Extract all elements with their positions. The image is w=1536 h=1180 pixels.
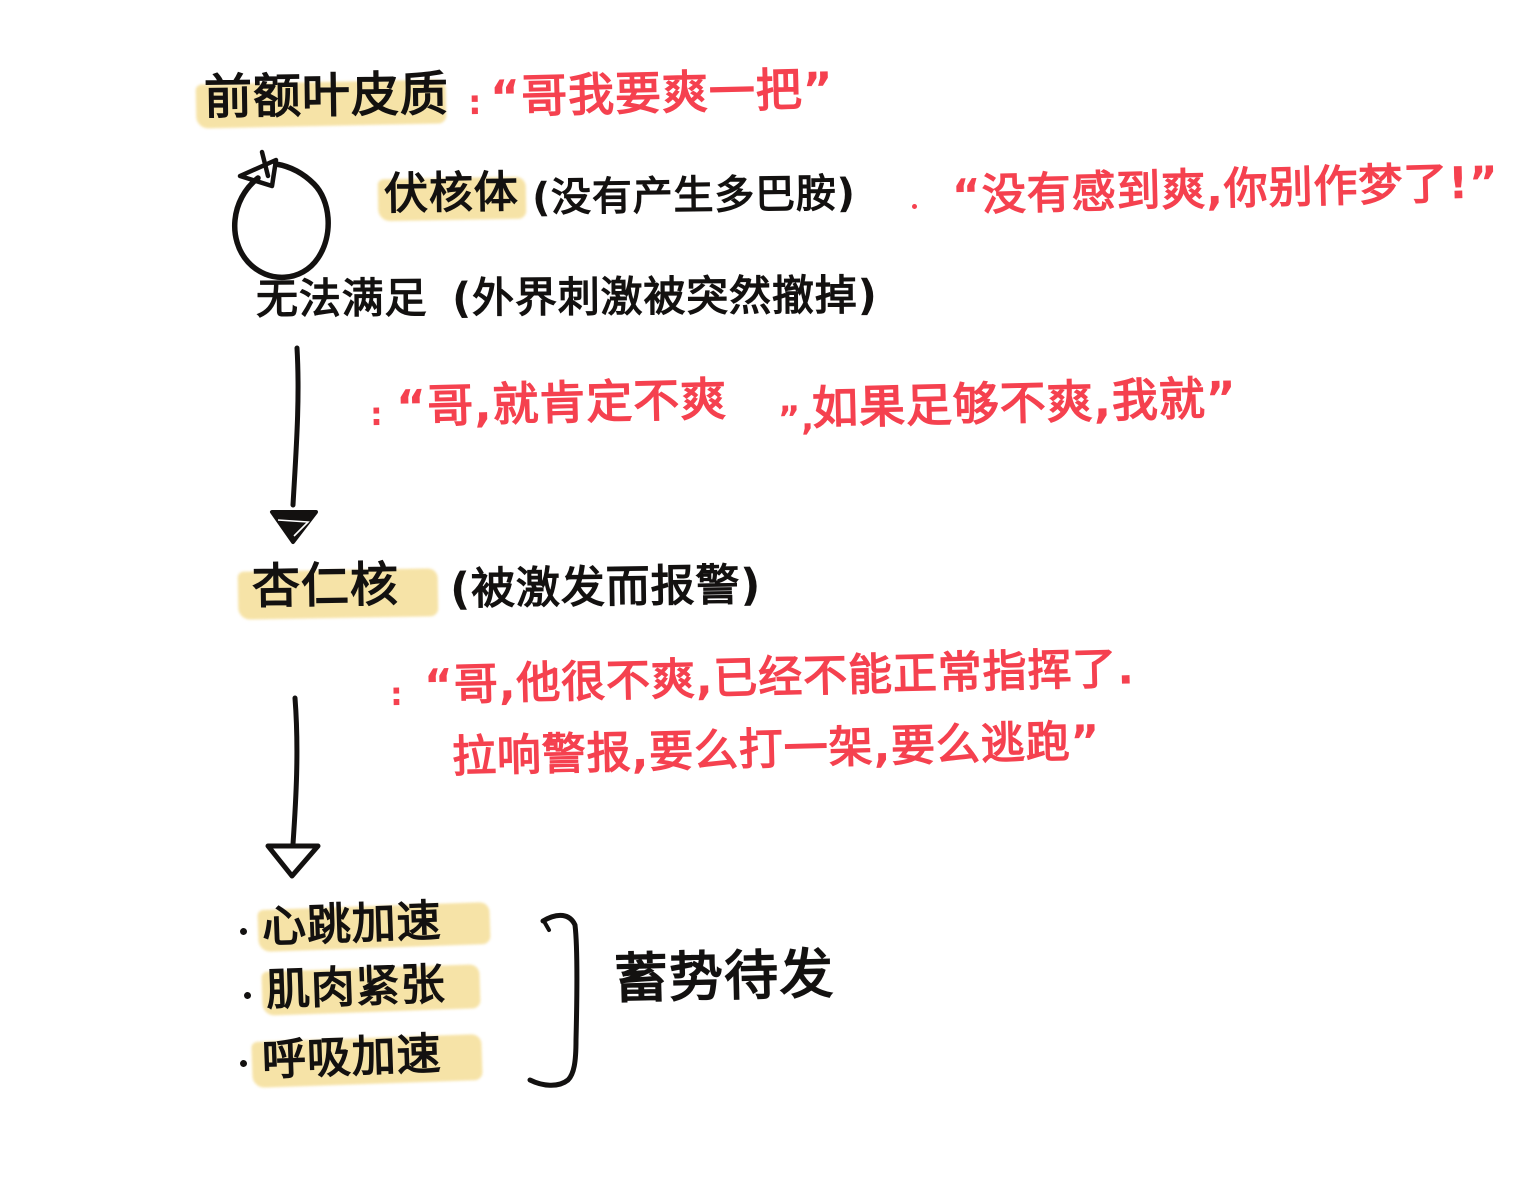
symptom-breathing-rate: 呼吸加速: [261, 1028, 443, 1087]
symptom-heart-rate: 心跳加速: [261, 895, 443, 954]
bullet-dot-3: [239, 1059, 248, 1068]
label-amygdala: 杏仁核: [251, 556, 400, 616]
loop-arrow-icon: [231, 149, 331, 280]
symptom-muscle-tension: 肌肉紧张: [265, 958, 447, 1017]
red-dot-marker-1: [912, 204, 917, 209]
quote-amygdala-line1: “哥,他很不爽,已经不能正常指挥了.: [423, 643, 1136, 712]
label-nucleus-accumbens: 伏核体: [383, 167, 519, 220]
right-bracket-icon: [527, 912, 580, 1088]
paren-amygdala: (被激发而报警): [449, 559, 762, 616]
down-arrow-icon-2: [265, 695, 321, 879]
label-prefrontal-cortex: 前额叶皮质: [203, 66, 450, 126]
conclusion-ready-to-act: 蓄势待发: [613, 942, 836, 1011]
separator-colon-1: :: [467, 82, 483, 124]
separator-colon-3: :: [389, 674, 404, 714]
quote-nucleus-accumbens: “没有感到爽,你别作梦了!”: [951, 157, 1500, 222]
paren-nucleus-accumbens: (没有产生多巴胺): [531, 170, 857, 222]
label-unsatisfied: 无法满足: [255, 273, 428, 324]
quote-prefrontal-cortex: “哥我要爽一把”: [489, 61, 835, 125]
quote-unsatisfied-part2: 如果足够不爽,我就”: [811, 370, 1238, 436]
paren-unsatisfied: (外界刺激被突然撤掉): [451, 270, 878, 323]
quote-amygdala-line2: 拉响警报,要么打一架,要么逃跑”: [451, 716, 1101, 783]
separator-colon-2: :: [369, 394, 384, 434]
quote-unsatisfied-part1: “哥,就肯定不爽: [395, 371, 728, 435]
bullet-dot-2: [243, 991, 252, 1000]
down-arrow-icon-1: [270, 345, 318, 544]
quote-unsatisfied-comma: ”,: [777, 398, 816, 440]
bullet-dot-1: [239, 927, 248, 936]
